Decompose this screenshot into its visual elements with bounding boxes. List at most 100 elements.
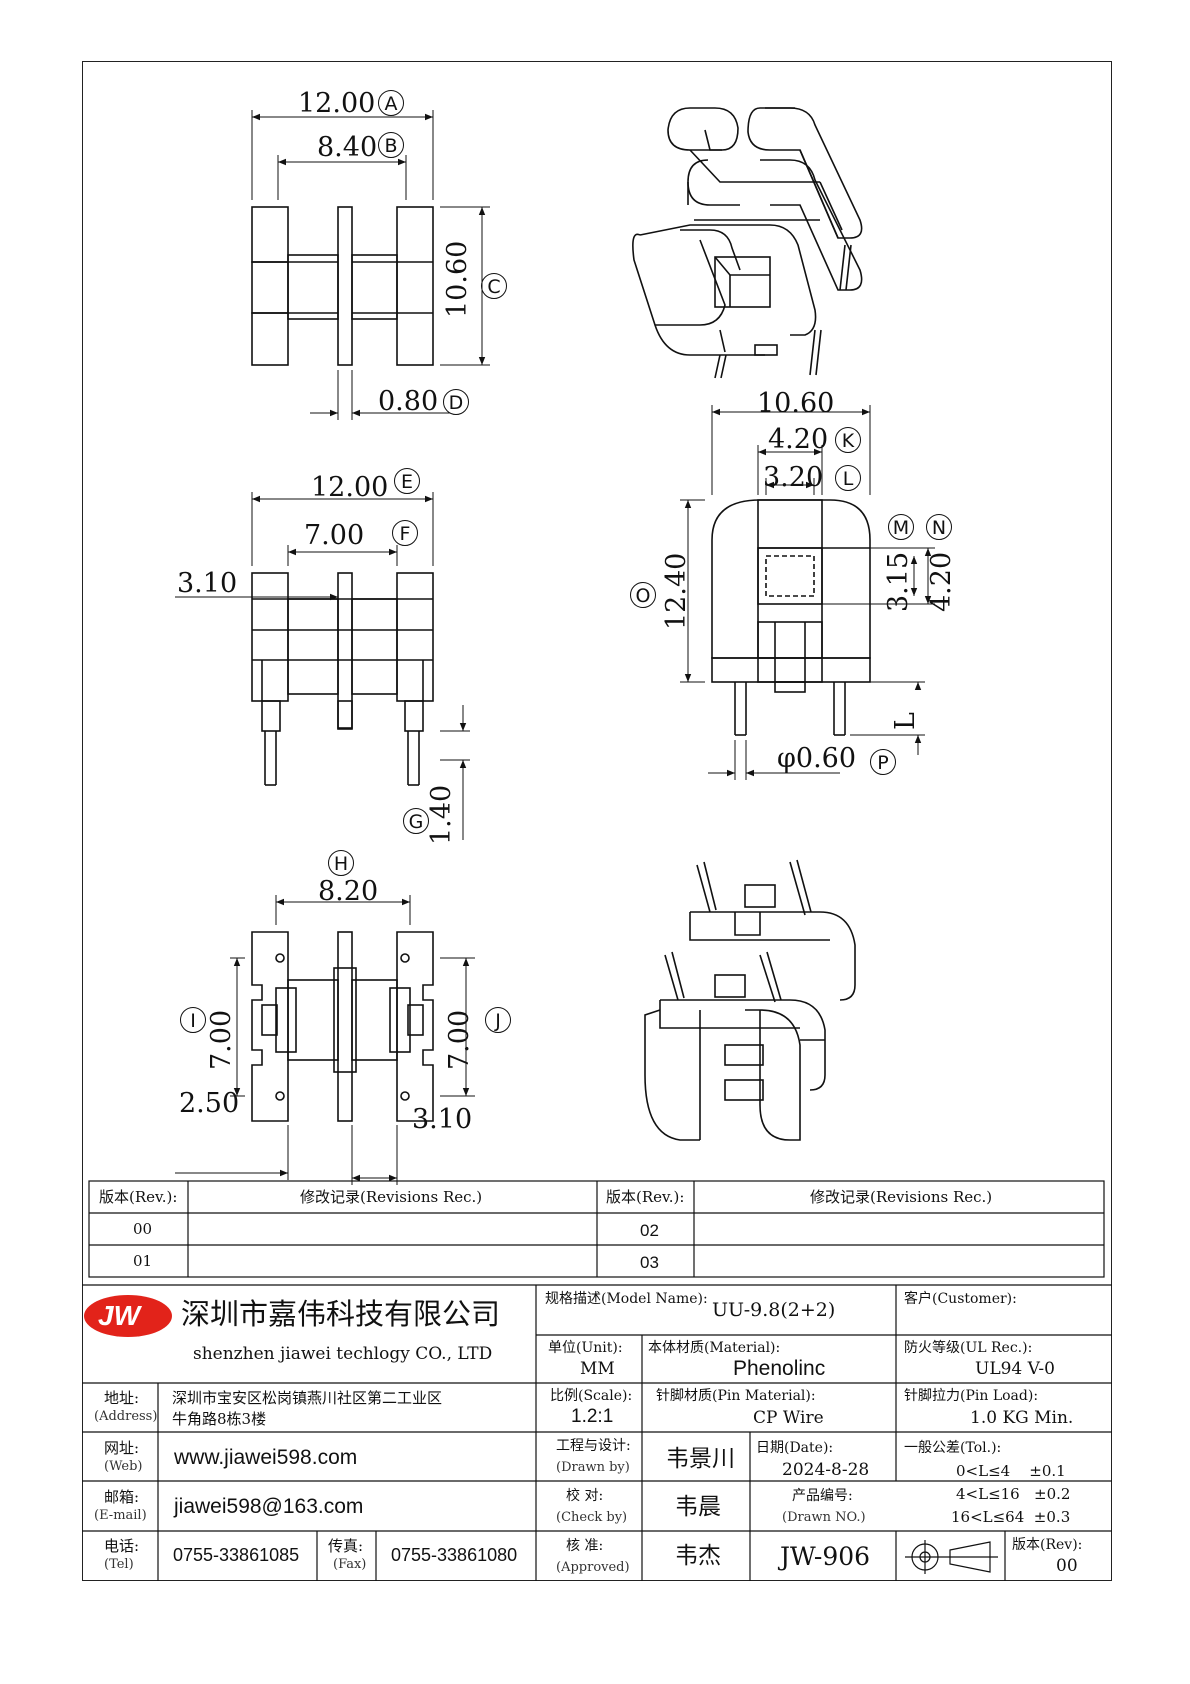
view1-front	[251, 110, 490, 420]
dim-h: 8.20	[318, 876, 379, 907]
logo-mark	[84, 1295, 172, 1337]
drawing-sheet	[82, 61, 1112, 1581]
tolerance-row-3: 16<L≤64 ±0.3	[951, 1508, 1071, 1526]
label-c: C	[481, 273, 507, 299]
drawno-label-en: (Drawn NO.)	[782, 1510, 866, 1525]
rev-row-1-a: 00	[133, 1220, 153, 1238]
rev-header-2: 修改记录(Revisions Rec.)	[300, 1188, 483, 1206]
pin-load-label: 针脚拉力(Pin Load):	[904, 1388, 1039, 1404]
approved-value: 韦杰	[675, 1543, 721, 1569]
tel-label-en: (Tel)	[104, 1557, 134, 1572]
dim-n: 4.20	[926, 551, 957, 612]
drawn-label-en: (Drawn by)	[556, 1460, 630, 1475]
dim-side: 3.10	[177, 568, 238, 599]
email-label-en: (E-mail)	[94, 1508, 147, 1523]
pin-material-value: CP Wire	[753, 1408, 824, 1428]
label-f: F	[392, 520, 418, 546]
material-label: 本体材质(Material):	[648, 1340, 781, 1356]
model-value: UU-9.8(2+2)	[712, 1299, 836, 1321]
label-d: D	[443, 389, 469, 415]
dim-2-50: 2.50	[179, 1088, 240, 1119]
dim-a: 12.00	[298, 88, 376, 119]
web-link[interactable]: www.jiawei598.com	[174, 1446, 358, 1469]
check-label: 校 对:	[566, 1488, 604, 1504]
label-p: P	[870, 749, 896, 775]
rev-header-3: 版本(Rev.):	[606, 1188, 685, 1206]
dim-d: 0.80	[378, 386, 439, 417]
rev-label: 版本(Rev):	[1012, 1537, 1083, 1553]
dim-e: 12.00	[311, 472, 389, 503]
label-i: I	[180, 1007, 206, 1033]
dim-p: φ0.60	[777, 743, 857, 774]
dim-f: 7.00	[304, 520, 365, 551]
revision-table-lines	[88, 1180, 1105, 1278]
label-j: J	[485, 1007, 511, 1033]
unit-label: 单位(Unit):	[548, 1340, 623, 1356]
date-label: 日期(Date):	[756, 1440, 834, 1456]
rev-row-2-a: 01	[133, 1252, 153, 1270]
dim-j: 7.00	[444, 1009, 475, 1070]
rev-value: 00	[1056, 1556, 1078, 1576]
email-label: 邮箱:	[104, 1488, 140, 1506]
address-line-1: 深圳市宝安区松岗镇燕川社区第二工业区	[172, 1389, 443, 1407]
pin-load-value: 1.0 KG Min.	[970, 1408, 1074, 1428]
dim-k: 4.20	[768, 424, 829, 455]
tolerance-label: 一般公差(Tol.):	[904, 1440, 1002, 1456]
tolerance-row-2: 4<L≤16 ±0.2	[956, 1485, 1071, 1503]
approved-label-en: (Approved)	[556, 1560, 630, 1575]
rev-header-4: 修改记录(Revisions Rec.)	[810, 1188, 993, 1206]
company-name-en: shenzhen jiawei techlogy CO., LTD	[193, 1344, 493, 1364]
dim-o: 12.40	[661, 552, 692, 630]
rev-row-2-c: 03	[640, 1253, 659, 1272]
label-k: K	[835, 427, 861, 453]
dim-m: 3.15	[883, 551, 914, 612]
fax-label: 传真:	[328, 1537, 364, 1555]
dim-v2-top: 10.60	[757, 388, 835, 419]
dim-i: 7.00	[206, 1009, 237, 1070]
view3-side	[175, 492, 470, 840]
tel-value: 0755-33861085	[173, 1545, 300, 1565]
dim-3-10: 3.10	[412, 1104, 473, 1135]
address-label-en: (Address)	[94, 1409, 158, 1424]
approved-label: 核 准:	[566, 1538, 604, 1554]
check-value: 韦晨	[675, 1494, 721, 1520]
material-value: Phenolinc	[733, 1357, 826, 1380]
drawn-label: 工程与设计:	[556, 1438, 631, 1454]
tel-label: 电话:	[104, 1537, 140, 1555]
address-label: 地址:	[104, 1389, 140, 1407]
dim-g: 1.40	[426, 784, 457, 845]
scale-label: 比例(Scale):	[550, 1388, 633, 1404]
check-label-en: (Check by)	[556, 1510, 628, 1525]
email-link[interactable]: jiawei598@163.com	[174, 1495, 364, 1518]
label-g: G	[403, 808, 429, 834]
view2-end	[680, 405, 935, 780]
web-label-en: (Web)	[104, 1459, 143, 1474]
label-h: H	[328, 850, 354, 876]
label-m: M	[888, 514, 914, 540]
ul-value: UL94 V-0	[975, 1359, 1055, 1379]
rev-header-1: 版本(Rev.):	[99, 1188, 178, 1206]
label-a: A	[378, 90, 404, 116]
dim-c: 10.60	[442, 240, 473, 318]
pin-material-label: 针脚材质(Pin Material):	[656, 1388, 816, 1404]
date-value: 2024-8-28	[782, 1460, 870, 1480]
rev-row-1-c: 02	[640, 1221, 659, 1240]
tolerance-row-1: 0<L≤4 ±0.1	[956, 1462, 1066, 1480]
title-block-lines	[82, 1284, 1112, 1581]
fax-label-en: (Fax)	[333, 1557, 367, 1572]
label-e: E	[394, 468, 420, 494]
view-iso-bottom	[644, 859, 856, 1141]
drawno-label: 产品编号:	[792, 1488, 853, 1504]
ul-label: 防火等级(UL Rec.):	[904, 1340, 1033, 1356]
unit-value: MM	[580, 1359, 615, 1379]
model-label: 规格描述(Model Name):	[545, 1291, 708, 1307]
view-iso-top	[632, 107, 863, 379]
label-n: N	[926, 514, 952, 540]
web-label: 网址:	[104, 1439, 140, 1457]
view4-bottom	[175, 895, 475, 1185]
dim-l: 3.20	[763, 462, 824, 493]
label-b: B	[378, 132, 404, 158]
address-line-2: 牛角路8栋3楼	[172, 1410, 267, 1428]
fax-value: 0755-33861080	[391, 1545, 518, 1565]
